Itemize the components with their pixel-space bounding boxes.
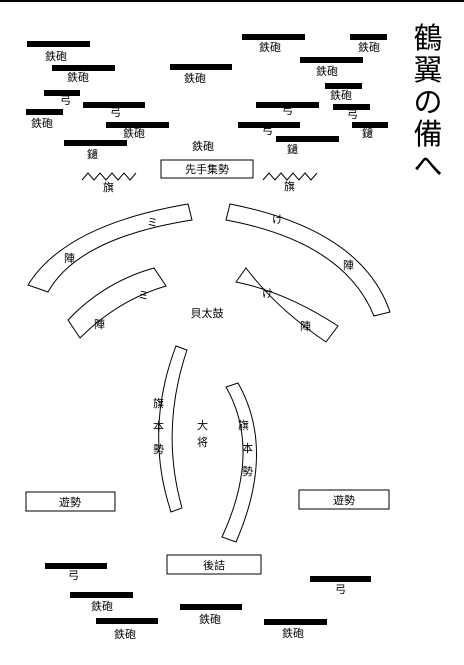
top-troop-bar	[242, 34, 305, 40]
reserve-label: 遊勢	[59, 495, 81, 509]
label-yari: 鑓	[362, 126, 373, 140]
label-teppo: 鉄砲	[282, 626, 304, 640]
top-troop-bar	[26, 109, 63, 115]
reserve-frame	[298, 489, 390, 510]
reserve-label: 遊勢	[333, 493, 355, 507]
label-kai-daiko: 貝太鼓	[191, 306, 224, 320]
title-char: の	[413, 85, 443, 119]
top-troop-bar	[300, 57, 363, 63]
label-yumi: 弓	[60, 94, 71, 107]
top-troop-bar	[333, 104, 370, 110]
vanguard-label: 先手集勢	[185, 162, 229, 176]
label-teppo: 鉄砲	[91, 599, 113, 613]
title-char: 備	[413, 117, 443, 151]
inner-right-wing	[235, 267, 339, 343]
top-troop-bar	[325, 83, 362, 89]
bottom-troop-bar	[45, 563, 107, 569]
top-labels: 鉄砲 鉄砲 弓 鉄砲 弓 鉄砲 鑓 鉄砲 鉄砲 鉄砲 鉄砲 鉄砲 鉄砲 弓 弓 …	[31, 40, 380, 161]
outer-left-wing-label: 陣	[64, 252, 75, 265]
top-troop-bar	[52, 65, 115, 71]
flag-zigzag	[81, 172, 137, 181]
bottom-troop-bar	[70, 592, 133, 598]
top-troop-bar	[256, 102, 319, 108]
top-troop-bars	[26, 34, 388, 146]
label-teppo: 鉄砲	[123, 126, 145, 140]
flag-zigzag	[262, 172, 318, 181]
label-teppo: 鉄砲	[330, 88, 352, 102]
title-char: へ	[413, 149, 443, 183]
inner-left-wing	[67, 267, 167, 339]
label-yumi: 弓	[262, 124, 273, 137]
label-hata: 旗	[103, 180, 114, 194]
bottom-troop-bars	[45, 563, 371, 625]
label-teppo: 鉄砲	[45, 49, 67, 63]
title-char: 翼	[413, 53, 443, 87]
flag-right: 旗	[262, 172, 318, 193]
hatamoto-left-label: 旗本勢	[153, 396, 164, 456]
label-teppo: 鉄砲	[199, 612, 221, 626]
reserve-box-left: 遊勢	[25, 491, 116, 512]
top-troop-bar	[238, 122, 300, 128]
label-yumi: 弓	[110, 106, 121, 119]
label-teppo: 鉄砲	[358, 40, 380, 54]
title-char: 鶴	[413, 21, 443, 55]
label-teppo: 鉄砲	[316, 64, 338, 78]
bottom-troop-bar	[264, 619, 327, 625]
top-troop-bar	[44, 90, 80, 96]
label-teppo: 鉄砲	[192, 139, 214, 153]
label-yumi: 弓	[68, 569, 79, 582]
reserve-box-right: 遊勢	[298, 489, 390, 510]
label-teppo: 鉄砲	[184, 71, 206, 85]
vanguard-box: 先手集勢	[160, 159, 254, 179]
label-taisho: 大将	[197, 418, 208, 449]
hatamoto-left	[158, 345, 188, 513]
top-troop-bar	[64, 140, 127, 146]
bottom-troop-bar	[180, 604, 242, 610]
label-teppo: 鉄砲	[259, 40, 281, 54]
outer-right-wing-label: 陣	[343, 259, 354, 272]
label-yari: 鑓	[287, 142, 298, 156]
top-troop-bar	[170, 64, 232, 70]
top-troop-bar	[106, 122, 169, 128]
top-troop-bar	[350, 34, 387, 40]
bottom-troop-bar	[310, 576, 371, 582]
top-troop-bar	[352, 122, 388, 128]
flag-left: 旗	[81, 172, 137, 194]
label-yumi: 弓	[282, 104, 293, 117]
inner-right-wing-mark: け	[262, 287, 273, 300]
bottom-troop-bar	[96, 618, 158, 624]
hatamoto-right	[221, 382, 257, 543]
rear-guard-box: 後詰	[166, 554, 262, 575]
top-troop-bar	[27, 41, 90, 47]
outer-left-wing	[27, 203, 193, 293]
label-hata: 旗	[284, 179, 295, 193]
inner-left-wing-mark: ミ	[138, 289, 149, 302]
vanguard-frame	[160, 159, 254, 179]
label-yumi: 弓	[347, 108, 358, 121]
outer-left-wing-mark: ミ	[147, 216, 158, 229]
hatamoto-right-label: 旗本勢	[238, 418, 253, 478]
rear-guard-label: 後詰	[203, 558, 225, 572]
label-teppo: 鉄砲	[67, 70, 89, 84]
bottom-labels: 弓 鉄砲 鉄砲 鉄砲 鉄砲 弓	[68, 569, 346, 641]
rear-guard-frame	[166, 554, 262, 575]
label-teppo: 鉄砲	[31, 116, 53, 130]
outer-right-wing-mark: け	[272, 213, 283, 226]
label-yari: 鑓	[87, 147, 98, 161]
inner-right-wing-label: 陣	[300, 320, 311, 333]
reserve-frame	[25, 491, 116, 512]
label-teppo: 鉄砲	[114, 627, 136, 641]
inner-left-wing-label: 陣	[94, 318, 105, 331]
outer-right-wing	[225, 203, 391, 317]
label-yumi: 弓	[335, 583, 346, 596]
top-troop-bar	[83, 102, 145, 108]
top-troop-bar	[276, 136, 339, 142]
